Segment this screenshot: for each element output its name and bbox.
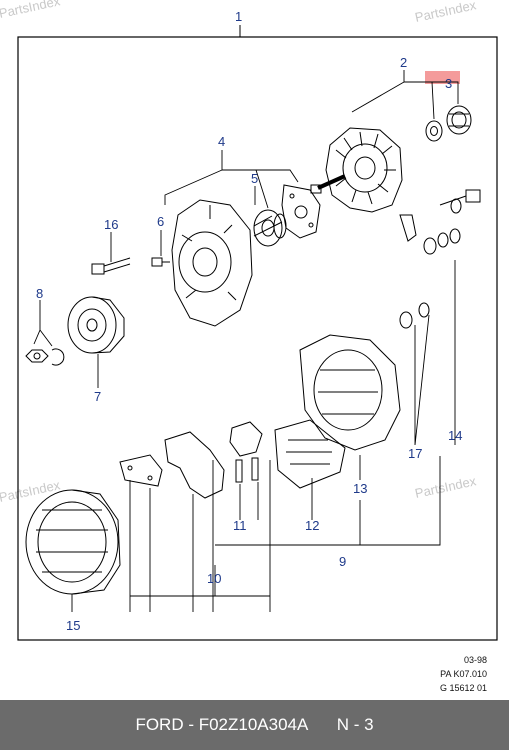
callout-8: 8	[36, 286, 43, 301]
stator-winding	[25, 489, 121, 595]
callout-7: 7	[94, 389, 101, 404]
rotor-assembly	[310, 127, 403, 213]
rear-housing	[299, 334, 401, 451]
spacer-washer	[425, 120, 443, 142]
watermark-top-left: PartsIndex	[0, 0, 62, 21]
diagram-frame	[17, 36, 498, 641]
callout-6: 6	[157, 214, 164, 229]
callout-11: 11	[233, 518, 247, 533]
callout-17: 17	[408, 446, 422, 461]
sheet-label: N - 3	[336, 715, 374, 734]
callout-2: 2	[400, 55, 407, 70]
voltage-regulator	[119, 421, 263, 499]
callout-3: 3	[445, 76, 452, 91]
highlight-marker	[425, 71, 460, 84]
drawing-date: 03-98	[463, 655, 487, 665]
callout-10: 10	[207, 571, 221, 586]
watermark-mid-left: PartsIndex	[0, 477, 62, 505]
front-housing	[171, 199, 253, 327]
callout-1: 1	[235, 9, 242, 24]
watermark-top-right: PartsIndex	[414, 0, 478, 25]
callout-5: 5	[251, 171, 258, 186]
callout-15: 15	[66, 618, 80, 633]
leader-lines	[33, 70, 459, 612]
callout-9: 9	[339, 554, 346, 569]
callout-14: 14	[448, 428, 462, 443]
bearing-retainer-plate	[281, 184, 321, 239]
callout-12: 12	[305, 518, 319, 533]
callout-13: 13	[353, 481, 367, 496]
drive-pulley	[67, 296, 125, 354]
terminal-bolt	[399, 189, 481, 255]
rectifier-assembly	[274, 419, 346, 489]
drawing-code: G 15612 01	[439, 683, 487, 693]
carbon-brushes	[235, 457, 259, 483]
pulley-nut-and-washer	[25, 348, 65, 366]
callout-16: 16	[104, 217, 118, 232]
drawing-reference: PA K07.010	[440, 669, 487, 679]
callout-4: 4	[218, 134, 225, 149]
exploded-parts-diagram: PartsIndex PartsIndex PartsIndex PartsIn…	[0, 0, 498, 641]
front-bearing	[253, 209, 287, 247]
through-bolt	[91, 257, 131, 275]
part-number-banner: FORD - F02Z10A304A N - 3	[0, 700, 509, 750]
housing-screw	[151, 257, 170, 267]
watermark-mid-right: PartsIndex	[414, 473, 478, 501]
part-number-label: FORD - F02Z10A304A	[135, 715, 309, 734]
insulator-bushings	[399, 302, 430, 329]
pulley-nut	[446, 105, 472, 135]
